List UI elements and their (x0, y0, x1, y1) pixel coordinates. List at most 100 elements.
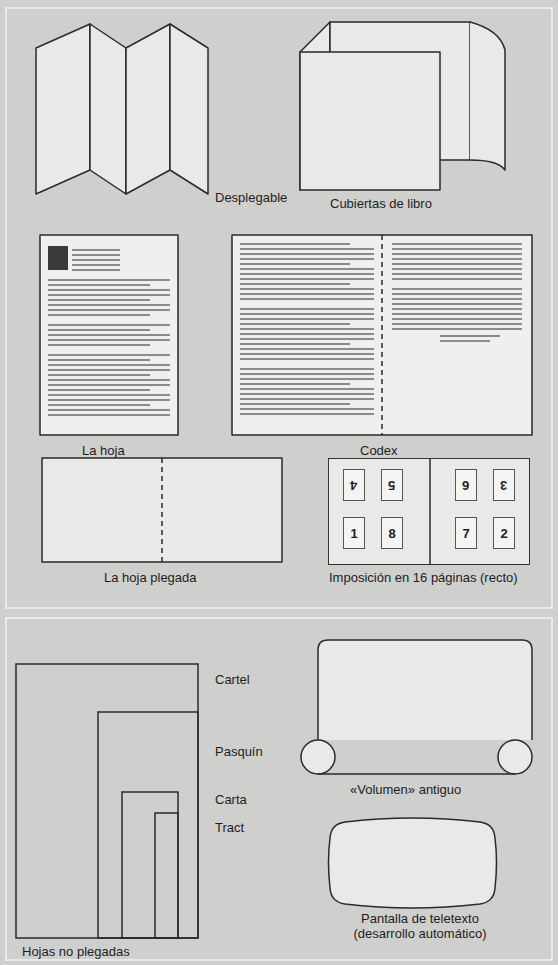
book-flap (470, 22, 505, 170)
text-line (48, 364, 170, 366)
imposition-page: 1 (343, 517, 365, 549)
panel-frame (6, 8, 552, 608)
caption-label: Tract (215, 820, 244, 835)
text-line (48, 289, 170, 291)
text-line (240, 298, 374, 300)
text-line (72, 259, 120, 261)
text-line (240, 328, 374, 330)
imposition-page: 3 (493, 469, 515, 501)
text-line (240, 403, 350, 405)
text-line (48, 399, 170, 401)
text-line (440, 340, 490, 342)
text-line (392, 268, 522, 270)
fold-panel (90, 24, 126, 194)
text-line (240, 333, 374, 335)
fold-panel (126, 24, 170, 194)
text-line (240, 273, 374, 275)
caption-label: Hojas no plegadas (22, 944, 130, 959)
imposition-page: 8 (381, 517, 403, 549)
text-line (240, 393, 374, 395)
text-line (240, 323, 350, 325)
text-line (240, 388, 374, 390)
imposition-ground (328, 458, 530, 565)
text-line (392, 288, 522, 290)
caption-label: Cartel (215, 672, 250, 687)
book-front-cover (300, 52, 440, 190)
text-line (240, 373, 374, 375)
text-line (240, 338, 374, 340)
text-line (240, 398, 374, 400)
letter-sheet (122, 792, 178, 938)
page-number: 2 (500, 526, 507, 541)
text-line (240, 353, 374, 355)
text-line (48, 299, 150, 301)
text-line (240, 263, 350, 265)
scroll-edge (318, 773, 515, 775)
text-line (240, 318, 374, 320)
text-line (440, 335, 500, 337)
text-line (392, 293, 522, 295)
text-line (392, 313, 522, 315)
fold-line (161, 458, 163, 562)
text-line (240, 343, 350, 345)
text-line (392, 318, 522, 320)
caption-label: «Volumen» antiguo (350, 782, 461, 797)
text-line (72, 269, 120, 271)
caption-label: Pantalla de teletexto (desarrollo automá… (335, 911, 505, 941)
imposition-fold (429, 458, 431, 565)
text-line (392, 323, 522, 325)
leaflet-sheet (40, 235, 178, 435)
pasquin-sheet (98, 712, 198, 938)
text-line (48, 334, 170, 336)
text-line (48, 384, 170, 386)
text-line (48, 354, 170, 356)
text-line (392, 308, 522, 310)
caption-label: Pasquín (215, 744, 263, 759)
text-line (72, 249, 120, 251)
text-line (48, 324, 170, 326)
text-line (240, 313, 374, 315)
text-line (240, 258, 374, 260)
text-line (48, 279, 170, 281)
caption-label: La hoja (82, 443, 125, 458)
text-line (392, 263, 522, 265)
teletext-screen (329, 818, 497, 908)
text-line (48, 369, 170, 371)
text-line (240, 248, 374, 250)
body-text-lines (48, 244, 522, 415)
text-line (240, 378, 374, 380)
text-line (72, 264, 120, 266)
text-line (48, 309, 170, 311)
text-line (392, 258, 522, 260)
text-line (240, 278, 374, 280)
imposition-page: 5 (381, 469, 403, 501)
page-number: 5 (388, 478, 395, 493)
page-number: 3 (500, 478, 507, 493)
imposition-page: 7 (455, 517, 477, 549)
text-line (240, 308, 374, 310)
caption-label: La hoja plegada (104, 570, 197, 585)
text-line (48, 329, 150, 331)
text-line (48, 314, 150, 316)
text-line (48, 394, 170, 396)
text-line (392, 248, 522, 250)
sheet-caption: Imposición en 16 páginas (recto) (329, 570, 518, 585)
caption-label: Desplegable (215, 190, 287, 205)
text-line (392, 328, 522, 330)
page-number: 7 (462, 526, 469, 541)
text-line (240, 383, 350, 385)
text-line (240, 358, 374, 360)
tract-sheet (155, 813, 178, 938)
text-line (240, 413, 374, 415)
text-line (240, 293, 374, 295)
text-line (240, 268, 374, 270)
text-line (72, 254, 120, 256)
poster-sheet (16, 664, 198, 938)
text-line (240, 283, 350, 285)
text-line (392, 303, 522, 305)
page-number: 6 (462, 478, 469, 493)
scroll-sheet (318, 640, 532, 740)
text-line (48, 404, 150, 406)
imposition-sheet: Imposición en 16 páginas (recto)45631872 (328, 458, 530, 565)
text-line (48, 294, 170, 296)
